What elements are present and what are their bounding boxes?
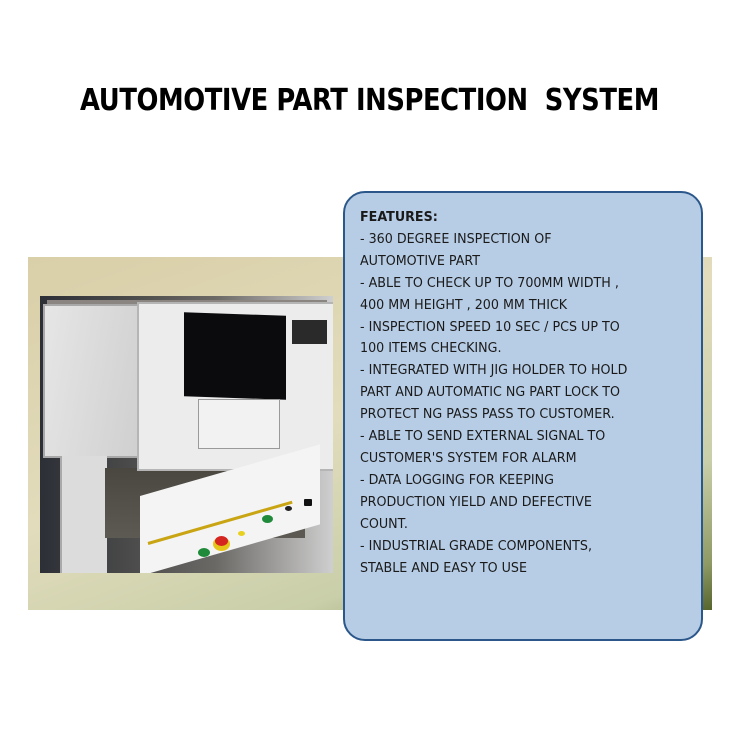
feature-line: - ABLE TO CHECK UP TO 700MM WIDTH , <box>360 274 619 291</box>
feature-line: STABLE AND EASY TO USE <box>360 559 527 576</box>
feature-line: PART AND AUTOMATIC NG PART LOCK TO <box>360 384 621 401</box>
feature-line: PROTECT NG PASS PASS TO CUSTOMER. <box>360 406 615 423</box>
monitor-screen <box>184 312 286 400</box>
feature-line: - ABLE TO SEND EXTERNAL SIGNAL TO <box>360 428 606 445</box>
features-text: FEATURES: - 360 DEGREE INSPECTION OF AUT… <box>360 207 698 579</box>
access-door <box>198 399 280 449</box>
key-switch-icon <box>285 506 292 511</box>
cabinet-side-panel <box>43 304 142 458</box>
feature-line: - INSPECTION SPEED 10 SEC / PCS UP TO <box>360 318 620 335</box>
emergency-stop-icon <box>215 536 228 546</box>
feature-line: 100 ITEMS CHECKING. <box>360 340 502 357</box>
feature-line: - INTEGRATED WITH JIG HOLDER TO HOLD <box>360 362 628 379</box>
feature-line: PRODUCTION YIELD AND DEFECTIVE <box>360 493 592 510</box>
feature-line: - 360 DEGREE INSPECTION OF <box>360 230 552 247</box>
feature-line: CUSTOMER'S SYSTEM FOR ALARM <box>360 449 577 466</box>
nameplate <box>292 320 327 344</box>
feature-line: - INDUSTRIAL GRADE COMPONENTS, <box>360 537 592 554</box>
feature-line: 400 MM HEIGHT , 200 MM THICK <box>360 296 568 313</box>
cabinet-lower-panel <box>60 456 107 573</box>
features-box: FEATURES: - 360 DEGREE INSPECTION OF AUT… <box>343 191 703 641</box>
page-title: AUTOMOTIVE PART INSPECTION SYSTEM <box>80 83 659 118</box>
feature-line: COUNT. <box>360 515 408 532</box>
green-button-icon <box>198 548 210 557</box>
feature-line: AUTOMOTIVE PART <box>360 252 481 269</box>
feature-line: - DATA LOGGING FOR KEEPING <box>360 471 554 488</box>
features-heading: FEATURES: <box>360 209 438 225</box>
yellow-button-icon <box>238 531 245 536</box>
green-button-icon <box>262 515 273 523</box>
machine-photo <box>40 296 333 573</box>
switch-icon <box>304 499 312 506</box>
